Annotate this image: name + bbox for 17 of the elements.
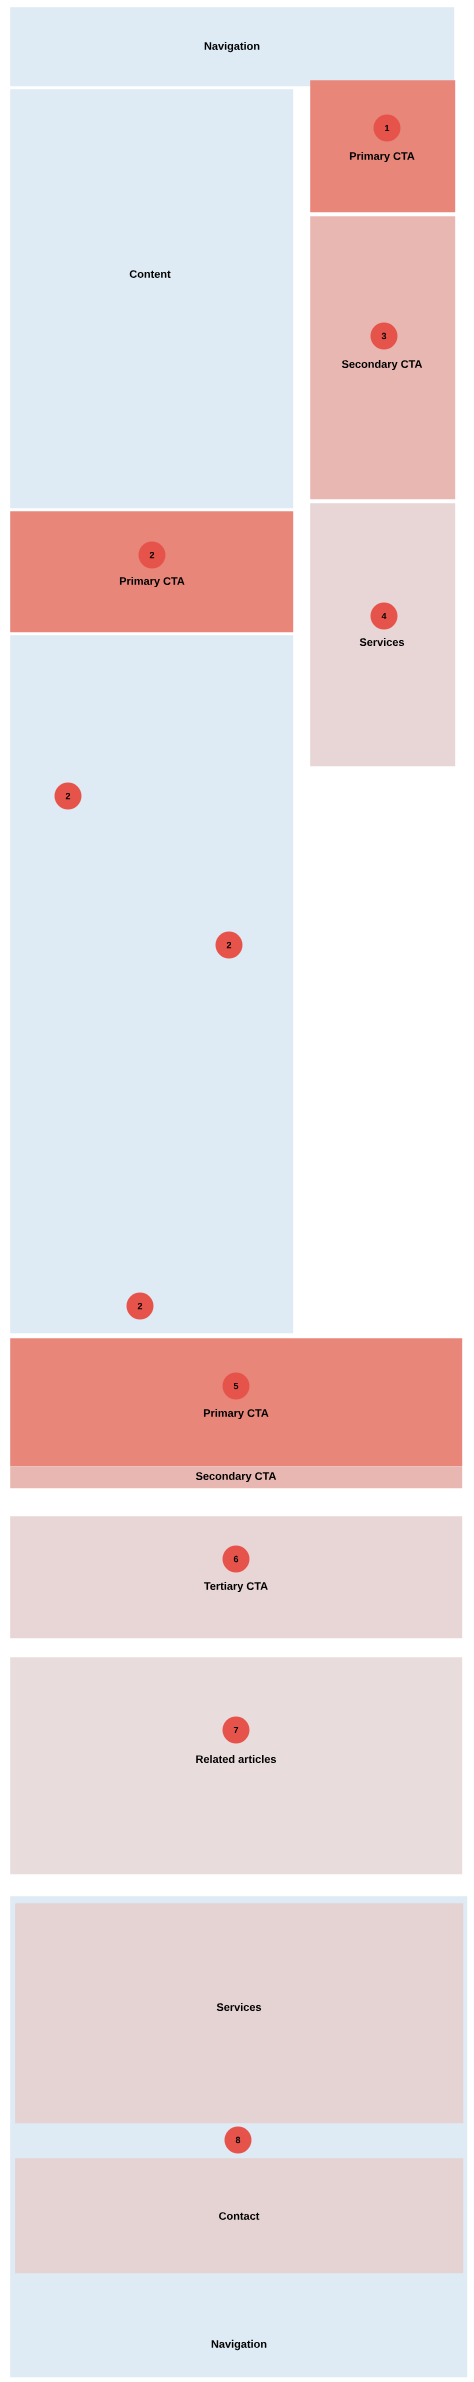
number-badge: 8 [224,2126,252,2154]
services-box: Services [15,1903,464,2124]
navigation-bar: Navigation [10,7,455,87]
number-badge: 2 [215,931,243,959]
number-badge: 1 [373,114,401,142]
contact-box: Contact [15,2158,464,2274]
number-badge: 2 [126,1292,154,1320]
number-badge: 4 [370,602,398,630]
number-badge: 3 [370,322,398,350]
content-area: Content [10,89,294,509]
number-badge: 5 [222,1372,250,1400]
cta-bar: Secondary CTA [10,1466,463,1489]
number-badge: 2 [54,782,82,810]
number-badge: 7 [222,1716,250,1744]
number-badge: 6 [222,1545,250,1573]
content-area [10,635,294,1334]
number-badge: 2 [138,541,166,569]
